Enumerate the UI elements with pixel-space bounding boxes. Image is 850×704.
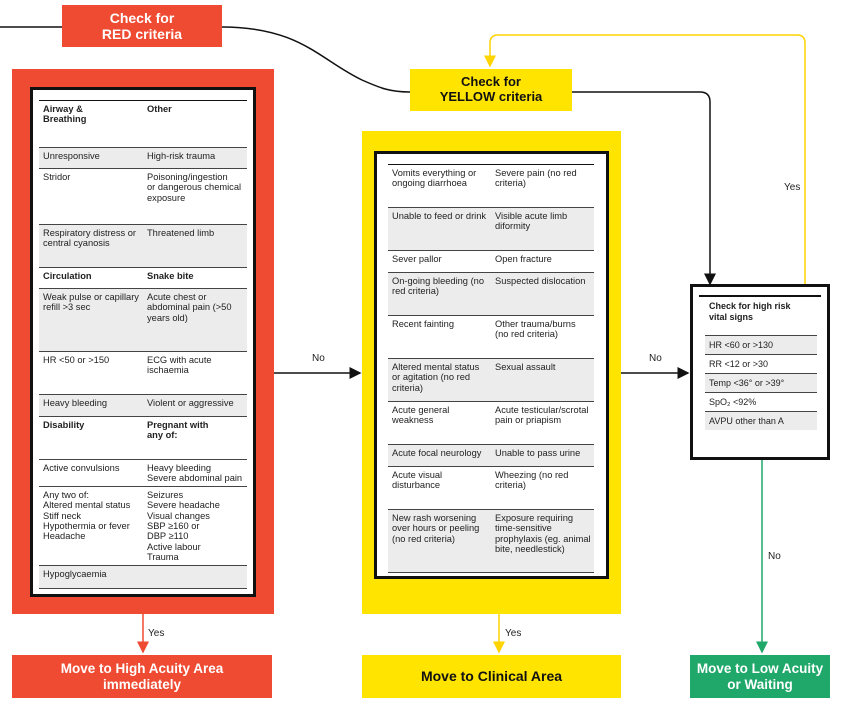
red-criteria-left-cell: Heavy bleeding <box>39 394 143 417</box>
red-criteria-right-cell: Pregnant with any of: <box>143 416 247 460</box>
yellow-criteria-left-cell: New rash worsening over hours or peeling… <box>388 509 491 573</box>
red-criteria-right-cell: Seizures Severe headache Visual changes … <box>143 486 247 566</box>
red-criteria-right-cell: ECG with acute ischaemia <box>143 351 247 395</box>
vital-sign-item: RR <12 or >30 <box>705 353 817 373</box>
yellow-criteria-right-cell: Visible acute limb diformity <box>491 207 594 251</box>
yellow-criteria-right-cell: Open fracture <box>491 250 594 273</box>
red-criteria-left-cell: Circulation <box>39 267 143 289</box>
red-criteria-right-cell: Other <box>143 101 247 148</box>
yellow-criteria-right-cell: Exposure requiring time-sensitive prophy… <box>491 509 594 573</box>
red-criteria-left-cell: Respiratory distress or central cyanosis <box>39 224 143 268</box>
yellow-criteria-right-cell: Sexual assault <box>491 358 594 402</box>
red-criteria-right-cell: Threatened limb <box>143 224 247 268</box>
yellow-criteria-header: Check for YELLOW criteria <box>410 69 572 111</box>
red-criteria-right-cell: Snake bite <box>143 267 247 289</box>
vital-signs-panel: Check for high risk vital signs HR <60 o… <box>690 284 830 460</box>
yellow-to-vitals-line <box>572 91 716 286</box>
yellow-criteria-right-cell: Acute testicular/scrotal pain or priapis… <box>491 401 594 445</box>
yellow-criteria-row: New rash worsening over hours or peeling… <box>388 509 594 573</box>
vital-sign-item: AVPU other than A <box>705 410 817 430</box>
yellow-criteria-left-cell: Vomits everything or ongoing diarrhoea <box>388 165 491 208</box>
vital-sign-item: HR <60 or >130 <box>705 334 817 354</box>
yes-label-yellow: Yes <box>505 628 522 639</box>
red-criteria-right-cell: Acute chest or abdominal pain (>50 years… <box>143 288 247 352</box>
yellow-criteria-left-cell: Acute general weakness <box>388 401 491 445</box>
red-criteria-right-cell: High-risk trauma <box>143 147 247 169</box>
yellow-criteria-row: Altered mental status or agitation (no r… <box>388 358 594 402</box>
high-acuity-outcome: Move to High Acuity Area immediately <box>12 655 272 698</box>
red-criteria-left-cell: Weak pulse or capillary refill >3 sec <box>39 288 143 352</box>
yellow-criteria-left-cell: Acute visual disturbance <box>388 466 491 510</box>
red-criteria-left-cell: Disability <box>39 416 143 460</box>
red-criteria-left-cell: Hypoglycaemia <box>39 565 143 589</box>
no-label-3: No <box>768 551 781 562</box>
red-criteria-left-cell: Stridor <box>39 168 143 225</box>
red-criteria-right-cell: Violent or aggressive <box>143 394 247 417</box>
red-criteria-left-cell: Active convulsions <box>39 459 143 487</box>
yellow-criteria-left-cell: On-going bleeding (no red criteria) <box>388 272 491 316</box>
yellow-criteria-right-cell: Other trauma/burns (no red criteria) <box>491 315 594 359</box>
yellow-criteria-left-cell: Altered mental status or agitation (no r… <box>388 358 491 402</box>
yellow-criteria-left-cell: Unable to feed or drink <box>388 207 491 251</box>
red-criteria-right-cell <box>143 565 247 589</box>
red-criteria-left-cell: Unresponsive <box>39 147 143 169</box>
red-criteria-left-cell: HR <50 or >150 <box>39 351 143 395</box>
vital-sign-item: SpO₂ <92% <box>705 391 817 411</box>
red-criteria-right-cell: Poisoning/ingestion or dangerous chemica… <box>143 168 247 225</box>
red-to-yellow-line <box>221 26 411 93</box>
yellow-criteria-right-cell: Suspected dislocation <box>491 272 594 316</box>
yellow-criteria-row: On-going bleeding (no red criteria)Suspe… <box>388 272 594 316</box>
vital-signs-title: Check for high risk vital signs <box>699 295 821 329</box>
yellow-criteria-right-cell: Unable to pass urine <box>491 444 594 467</box>
yes-label-loop: Yes <box>784 182 801 193</box>
yes-loop-line <box>484 34 806 284</box>
yes-label-red: Yes <box>148 628 165 639</box>
clinical-area-outcome: Move to Clinical Area <box>362 655 621 698</box>
red-criteria-row: Hypoglycaemia <box>39 565 247 589</box>
red-criteria-right-cell: Heavy bleeding Severe abdominal pain <box>143 459 247 487</box>
red-criteria-row: Any two of: Altered mental status Stiff … <box>39 486 247 566</box>
low-acuity-outcome: Move to Low Acuity or Waiting <box>690 655 830 698</box>
vital-sign-item: Temp <36° or >39° <box>705 372 817 392</box>
yellow-criteria-left-cell: Acute focal neurology <box>388 444 491 467</box>
red-criteria-row: Respiratory distress or central cyanosis… <box>39 224 247 268</box>
yellow-criteria-right-cell: Severe pain (no red criteria) <box>491 165 594 208</box>
red-criteria-header: Check for RED criteria <box>62 5 222 47</box>
no-label-1: No <box>312 353 325 364</box>
red-criteria-left-cell: Any two of: Altered mental status Stiff … <box>39 486 143 566</box>
yellow-criteria-left-cell: Sever pallor <box>388 250 491 273</box>
red-criteria-left-cell: Airway & Breathing <box>39 101 143 148</box>
yellow-criteria-left-cell: Recent fainting <box>388 315 491 359</box>
yellow-criteria-right-cell: Wheezing (no red criteria) <box>491 466 594 510</box>
no-label-2: No <box>649 353 662 364</box>
